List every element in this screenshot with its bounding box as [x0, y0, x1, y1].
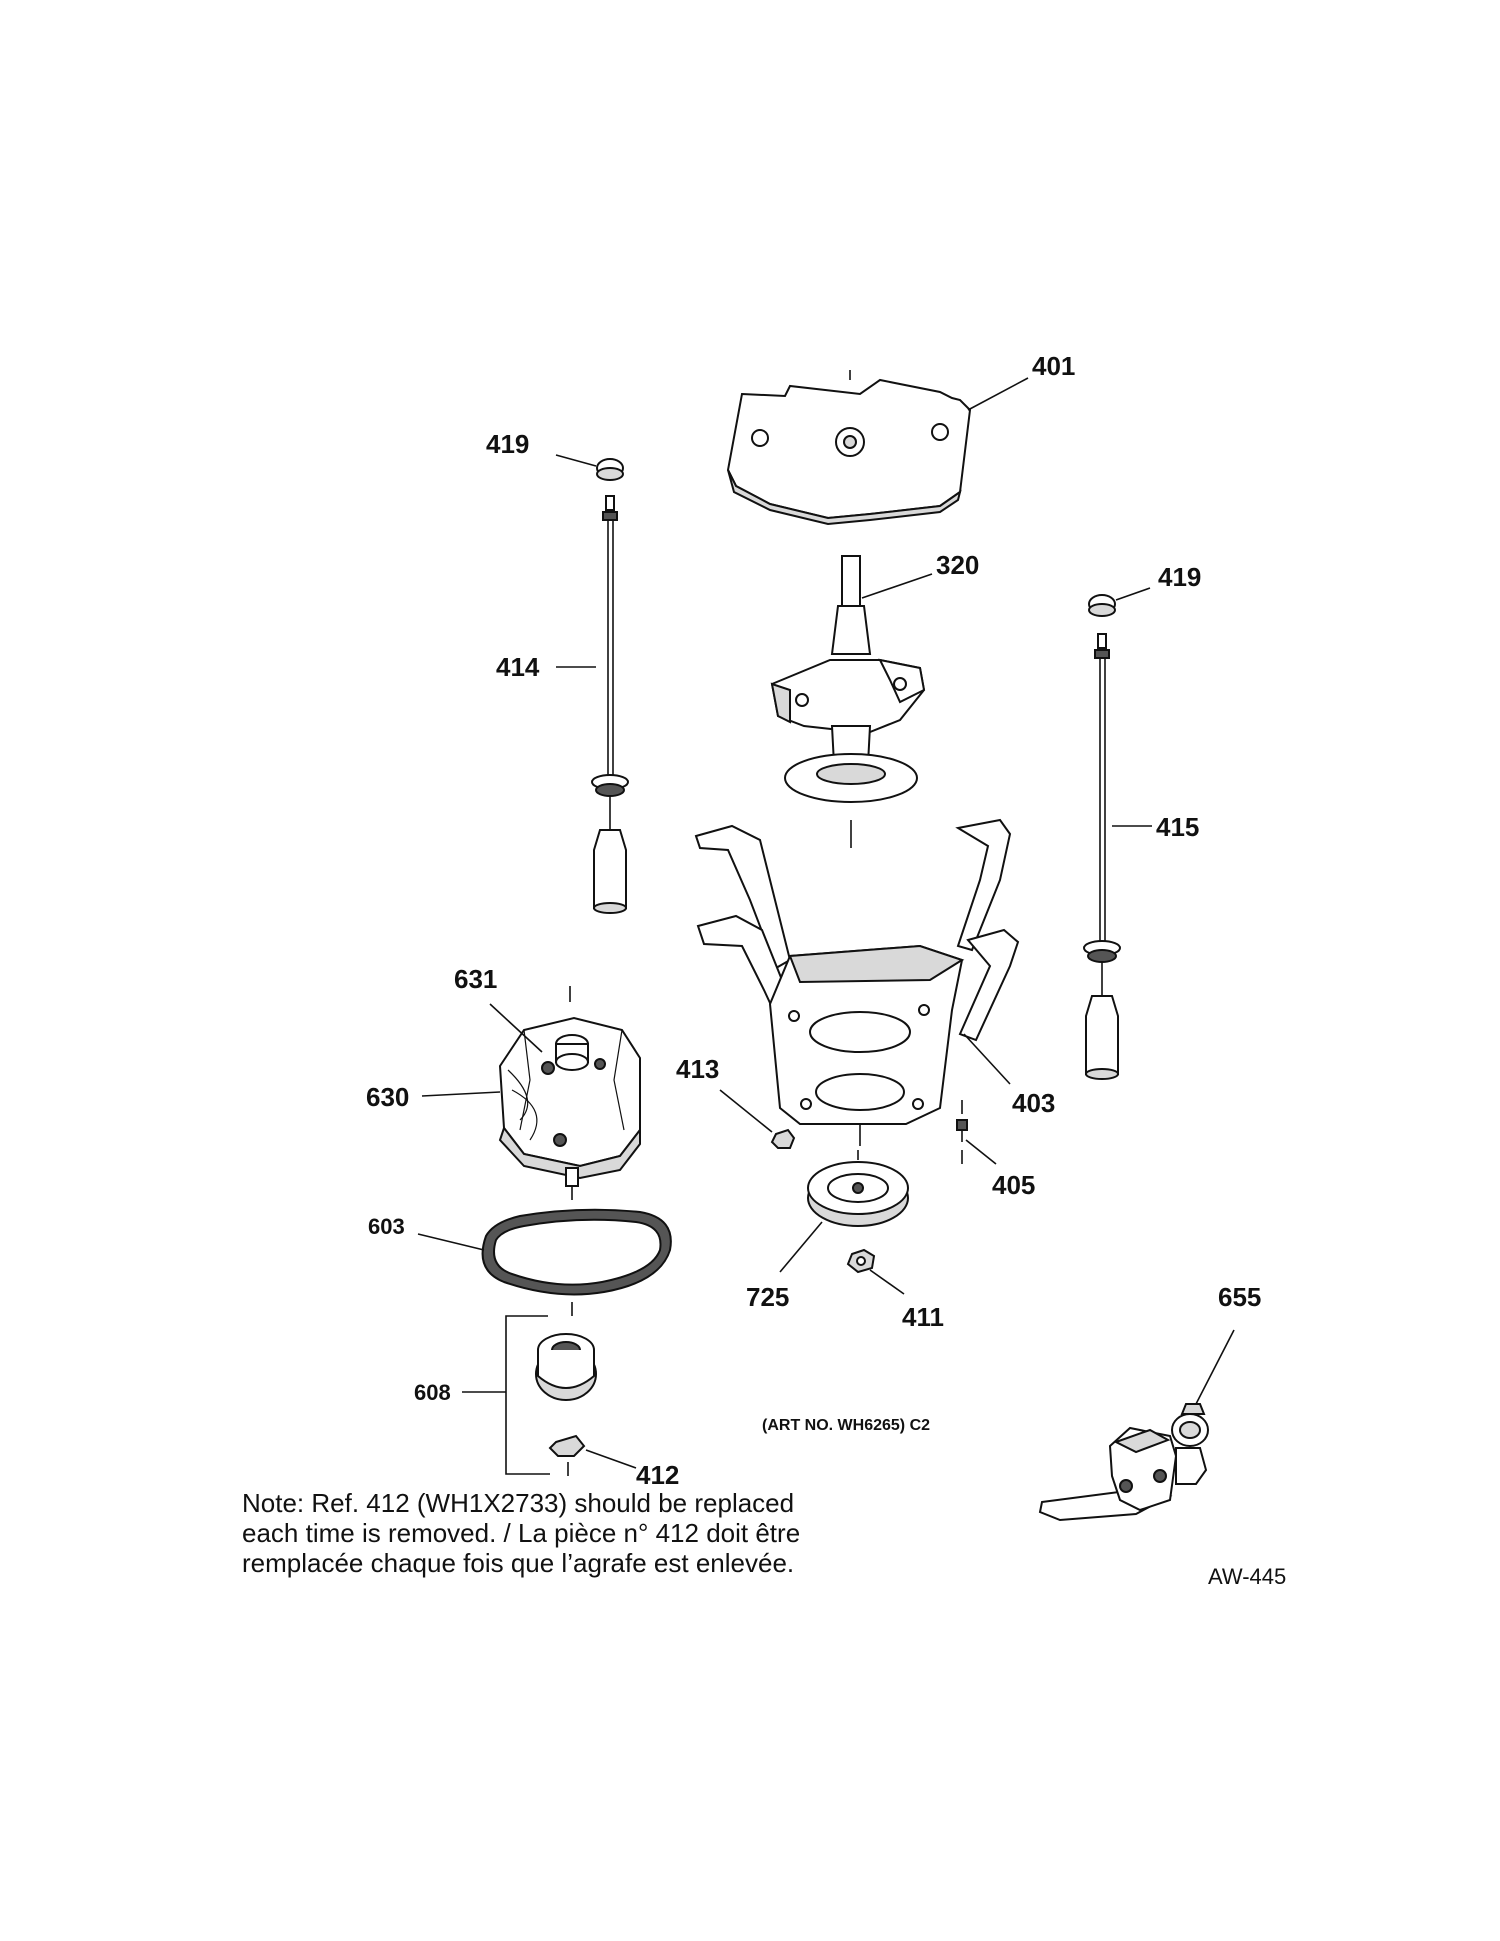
leader-412 — [585, 1449, 637, 1469]
part-414-suspension-rod — [591, 495, 629, 914]
part-655-pump — [1038, 1403, 1209, 1522]
art-number: (ART NO. WH6265) C2 — [762, 1417, 930, 1434]
part-415-suspension-rod — [1083, 633, 1121, 1080]
callout-320: 320 — [936, 550, 979, 580]
leader-603 — [417, 1233, 485, 1251]
part-419-right-cap — [1088, 594, 1116, 617]
part-411-nut — [846, 1248, 876, 1274]
callout-419-left: 419 — [486, 429, 529, 459]
leader-405 — [965, 1139, 997, 1165]
leader-630 — [421, 1091, 501, 1097]
part-412-clip — [548, 1434, 586, 1476]
callout-414: 414 — [496, 652, 540, 682]
note-line-1: Note: Ref. 412 (WH1X2733) should be repl… — [242, 1488, 794, 1518]
leader-631 — [489, 1003, 543, 1053]
part-608-motor-pulley — [535, 1333, 597, 1401]
part-403-frame — [694, 818, 1020, 1146]
part-725-pulley — [807, 1150, 909, 1227]
callout-603: 603 — [368, 1214, 405, 1239]
part-401-cover — [726, 370, 972, 526]
callout-411: 411 — [902, 1302, 944, 1332]
callout-725: 725 — [746, 1282, 789, 1312]
callout-608: 608 — [414, 1380, 451, 1405]
callout-413: 413 — [676, 1054, 719, 1084]
callout-631: 631 — [454, 964, 497, 994]
part-320-transmission — [770, 555, 926, 848]
leader-401 — [967, 377, 1029, 411]
leader-320 — [861, 573, 933, 599]
leader-413 — [719, 1089, 773, 1133]
leader-403 — [963, 1033, 1011, 1085]
part-405-screw — [956, 1100, 968, 1164]
callout-403: 403 — [1012, 1088, 1055, 1118]
callout-630: 630 — [366, 1082, 409, 1112]
callout-401: 401 — [1032, 351, 1075, 381]
part-630-motor — [498, 986, 641, 1200]
callout-412: 412 — [636, 1460, 679, 1490]
part-603-belt — [481, 1208, 672, 1316]
leader-725 — [779, 1221, 823, 1273]
leader-411 — [869, 1269, 905, 1295]
note-line-3: remplacée chaque fois que l’agrafe est e… — [242, 1548, 794, 1578]
leader-655 — [1195, 1329, 1235, 1405]
callout-405: 405 — [992, 1170, 1035, 1200]
leader-419-right — [1115, 587, 1151, 601]
callout-655: 655 — [1218, 1282, 1261, 1312]
callout-419-right: 419 — [1158, 562, 1201, 592]
part-413-nut — [770, 1128, 796, 1149]
bracket-608 — [505, 1315, 550, 1475]
leader-419-left — [555, 454, 597, 467]
part-419-left-cap — [596, 458, 624, 481]
callout-415: 415 — [1156, 812, 1199, 842]
note-line-2: each time is removed. / La pièce n° 412 … — [242, 1518, 800, 1548]
drawing-code: AW-445 — [1208, 1564, 1286, 1589]
